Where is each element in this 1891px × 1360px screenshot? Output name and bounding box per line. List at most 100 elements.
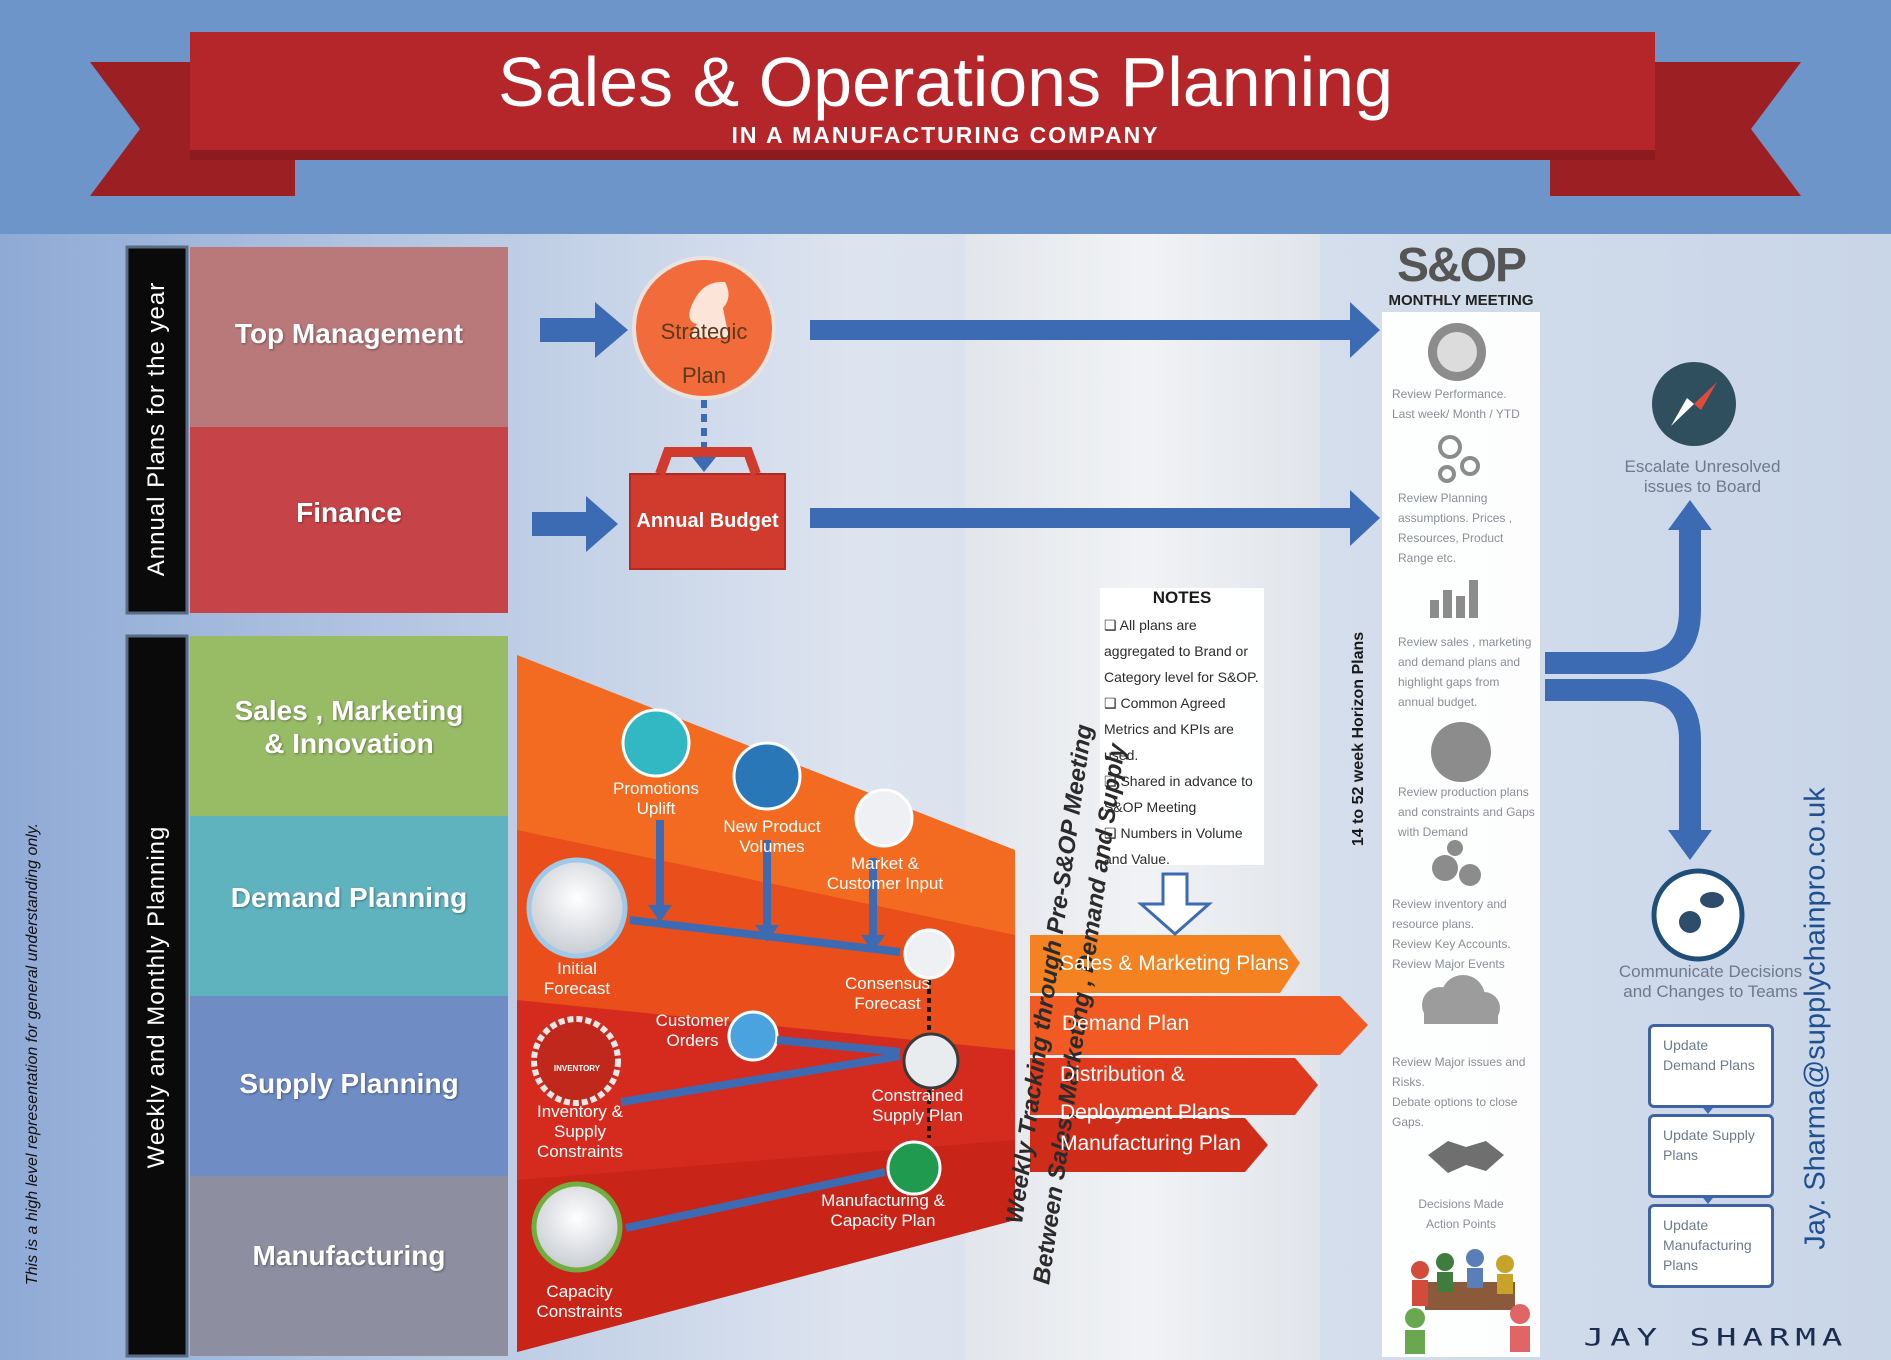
update-supply-plans-box: Update Supply Plans <box>1648 1114 1774 1198</box>
meeting-column <box>1382 312 1540 1357</box>
annual-sidebar <box>125 245 189 615</box>
annual-plans-label: Annual Plans for the year <box>143 281 170 577</box>
notes-item: ❑ Shared in advance to S&OP Meeting <box>1104 773 1253 815</box>
notes-item: ❑ All plans are aggregated to Brand or C… <box>1104 617 1259 685</box>
arrow-to-strategic-plan <box>540 302 628 358</box>
meeting-item-decisions: Decisions Made Action Points <box>1418 1197 1504 1231</box>
notes-item: ❑ Numbers in Volume and Value. <box>1104 825 1243 867</box>
meeting-item-inventory: Review inventory and resource plans. Rev… <box>1392 897 1511 971</box>
annual-budget-label: Annual Budget <box>636 510 779 532</box>
disclaimer: This is a high level representation for … <box>24 822 41 1286</box>
band-finance <box>190 427 508 613</box>
row-top-management: Top Management <box>234 318 464 349</box>
band-demand-planning <box>190 816 508 996</box>
chess-knight-icon <box>689 281 729 338</box>
initial-forecast-label: Initial Forecast <box>543 959 611 998</box>
notes-title: NOTES <box>1152 588 1212 607</box>
checkbox-icon: ❑ <box>1104 773 1121 789</box>
weekly-sidebar <box>125 634 189 1358</box>
arrow-to-annual-budget <box>532 496 618 552</box>
page-subtitle: IN A MANUFACTURING COMPANY <box>731 122 1160 148</box>
horizon-label: 14 to 52 week Horizon Plans <box>1350 631 1367 847</box>
new-product-icon <box>732 741 802 811</box>
meeting-people-icon <box>1405 1249 1530 1354</box>
signature: JAY SHARMA <box>1583 1324 1849 1352</box>
strategic-plan-label: Strategic Plan <box>660 319 748 388</box>
meeting-item-performance: Review Performance. Last week/ Month / Y… <box>1392 387 1520 421</box>
annual-budget-briefcase <box>629 473 786 570</box>
sales-marketing-plans-label: Sales & Marketing Plans <box>1060 952 1289 975</box>
notes-box <box>1100 588 1264 865</box>
meeting-item-assumptions: Review Planning assumptions. Prices , Re… <box>1398 491 1513 565</box>
gears-icon <box>1432 840 1481 886</box>
cloud-icon <box>1422 975 1500 1024</box>
escalate-arrow <box>1545 530 1701 674</box>
cogs-icon <box>1438 435 1480 483</box>
market-input-icon <box>854 788 914 848</box>
row-finance: Finance <box>296 497 402 528</box>
band-top-management <box>190 247 508 427</box>
band-supply-planning <box>190 996 508 1176</box>
weekly-planning-label: Weekly and Monthly Planning <box>143 825 170 1169</box>
handshake-icon <box>1428 1141 1504 1173</box>
meeting-item-production: Review production plans and constraints … <box>1398 785 1535 839</box>
monthly-meeting-label: MONTHLY MEETING <box>1388 292 1534 309</box>
mfg-capacity-gear-icon <box>886 1140 942 1196</box>
page-title: Sales & Operations Planning <box>498 43 1393 121</box>
constrained-supply-icon <box>902 1032 960 1090</box>
notes-down-arrow <box>1137 872 1213 937</box>
arrow-distribution <box>1030 1058 1318 1115</box>
row-demand-planning: Demand Planning <box>230 882 468 913</box>
inventory-gear-icon <box>531 1016 621 1106</box>
ribbon-banner <box>190 32 1655 160</box>
update-manufacturing-plans-box: Update Manufacturing Plans <box>1648 1204 1774 1288</box>
promotions-label: Promotions Uplift <box>613 779 699 818</box>
escalate-label: Escalate Unresolved issues to Board <box>1624 457 1781 496</box>
communicate-label: Communicate Decisions and Changes to Tea… <box>1618 962 1803 1001</box>
contact-email: Jay. Sharma@supplychainpro.co.uk <box>1799 787 1832 1250</box>
new-product-label: New Product Volumes <box>723 817 821 856</box>
update-supply-plans-label: Update Supply Plans <box>1663 1127 1755 1163</box>
arrow-manufacturing-plan <box>1030 1118 1268 1172</box>
distribution-plans-label: Distribution & Deployment Plans <box>1060 1063 1231 1124</box>
row-supply-planning: Supply Planning <box>239 1068 459 1099</box>
bar-chart-icon <box>1430 580 1478 618</box>
inventory-supply-label: Inventory & Supply Constraints <box>537 1102 623 1161</box>
customer-orders-icon <box>727 1010 779 1062</box>
meeting-item-risks: Review Major issues and Risks. Debate op… <box>1392 1055 1526 1129</box>
initial-forecast-icon <box>526 857 628 959</box>
constrained-supply-label: Constrained Supply Plan <box>871 1086 964 1125</box>
consensus-forecast-icon <box>903 928 955 980</box>
mfg-capacity-label: Manufacturing & Capacity Plan <box>821 1191 945 1230</box>
notes-item: ❑ Common Agreed Metrics and KPIs are use… <box>1104 695 1234 763</box>
manufacturing-plan-label: Manufacturing Plan <box>1060 1132 1241 1155</box>
band-sales-marketing <box>190 636 508 816</box>
promotions-icon <box>621 708 691 778</box>
arrow-budget-to-meeting <box>810 490 1380 546</box>
checkbox-icon: ❑ <box>1104 825 1121 841</box>
inventory-badge: INVENTORY <box>553 1064 601 1073</box>
row-sales-marketing: Sales , Marketing & Innovation <box>234 695 464 759</box>
consensus-forecast-label: Consensus Forecast <box>844 974 931 1013</box>
communicate-arrow <box>1545 679 1701 835</box>
meeting-item-sales-review: Review sales , marketing and demand plan… <box>1398 635 1532 709</box>
factory-icon <box>1431 722 1491 782</box>
checkbox-icon: ❑ <box>1104 617 1120 633</box>
update-demand-plans-label: Update Demand Plans <box>1663 1037 1755 1073</box>
arrow-demand-plan <box>1030 996 1368 1055</box>
update-demand-plans-box: Update Demand Plans <box>1648 1024 1774 1108</box>
arrow-sales-marketing-plans <box>1030 935 1300 993</box>
update-manufacturing-plans-label: Update Manufacturing Plans <box>1663 1217 1752 1273</box>
demand-plan-label: Demand Plan <box>1062 1012 1190 1035</box>
row-manufacturing: Manufacturing <box>252 1240 446 1271</box>
checkbox-icon: ❑ <box>1104 695 1121 711</box>
sop-logo: S&OP <box>1396 239 1527 292</box>
band-manufacturing <box>190 1176 508 1356</box>
hourglass-icon <box>531 1181 623 1273</box>
customer-orders-label: Customer Orders <box>655 1011 730 1050</box>
market-input-label: Market & Customer Input <box>826 854 944 893</box>
capacity-constraints-label: Capacity Constraints <box>536 1282 623 1321</box>
notes-list: ❑ All plans are aggregated to Brand or C… <box>1104 612 1264 872</box>
arrow-strategy-to-meeting <box>810 302 1380 358</box>
